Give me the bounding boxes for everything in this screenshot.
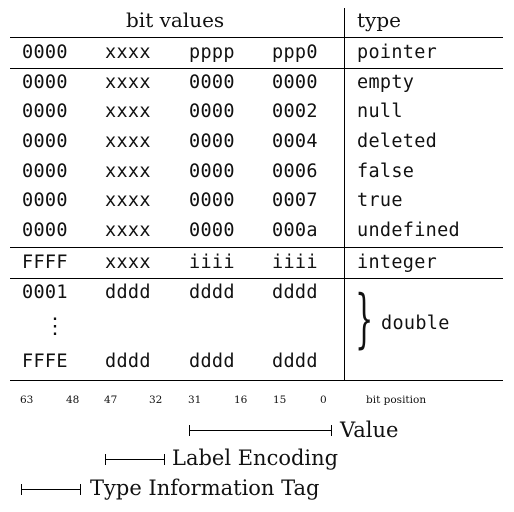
cell: 0000 <box>22 161 68 182</box>
bracket-line <box>21 489 80 490</box>
cell: 0000 <box>189 161 235 182</box>
bit-position-label: bit position <box>366 394 427 406</box>
bit-position-0: 0 <box>320 394 327 406</box>
cell: 0000 <box>189 101 235 122</box>
cell: xxxx <box>105 101 151 122</box>
cell: FFFF <box>22 252 68 273</box>
cell: xxxx <box>105 161 151 182</box>
integer-rule <box>10 278 503 279</box>
special-rule <box>10 247 503 248</box>
double-brace: } <box>355 282 374 356</box>
cell: 000a <box>272 220 318 241</box>
cell: dddd <box>189 282 235 303</box>
bit-position-47: 47 <box>104 394 118 406</box>
cell: 0000 <box>22 131 68 152</box>
bit-position-31: 31 <box>188 394 202 406</box>
bracket-tick <box>80 484 81 495</box>
type-label: undefined <box>357 220 460 241</box>
legend-type-tag-label: Type Information Tag <box>90 476 320 500</box>
cell: iiii <box>272 252 318 273</box>
cell: 0002 <box>272 101 318 122</box>
cell: dddd <box>189 351 235 372</box>
bit-values-header: bit values <box>126 8 225 32</box>
type-label: integer <box>357 252 438 273</box>
cell: 0000 <box>189 190 235 211</box>
table-bottom-rule <box>10 380 503 381</box>
bit-position-15: 15 <box>273 394 287 406</box>
type-label: true <box>357 190 403 211</box>
cell: dddd <box>272 351 318 372</box>
type-label: false <box>357 161 415 182</box>
bit-position-16: 16 <box>234 394 248 406</box>
cell: dddd <box>105 282 151 303</box>
cell: 0000 <box>22 101 68 122</box>
cell: xxxx <box>105 220 151 241</box>
cell: 0000 <box>22 220 68 241</box>
bracket-tick <box>164 454 165 465</box>
bracket-line <box>189 430 331 431</box>
cell: xxxx <box>105 72 151 93</box>
type-label: pointer <box>357 42 438 63</box>
cell: 0000 <box>22 190 68 211</box>
cell: xxxx <box>105 131 151 152</box>
cell: xxxx <box>105 190 151 211</box>
header-rule <box>10 37 503 38</box>
type-label: null <box>357 101 403 122</box>
type-label: empty <box>357 72 415 93</box>
bit-position-48: 48 <box>66 394 80 406</box>
column-divider <box>344 8 345 380</box>
vertical-ellipsis: ⋮ <box>44 314 66 339</box>
cell: FFFE <box>22 351 68 372</box>
cell: 0000 <box>189 72 235 93</box>
type-header: type <box>357 8 401 32</box>
bit-position-32: 32 <box>149 394 163 406</box>
cell: xxxx <box>105 252 151 273</box>
cell: 0000 <box>272 72 318 93</box>
bracket-line <box>105 459 164 460</box>
cell: 0007 <box>272 190 318 211</box>
legend-value-label: Value <box>340 418 399 442</box>
cell: 0000 <box>189 220 235 241</box>
bracket-tick <box>331 425 332 436</box>
type-label-double: double <box>381 313 450 334</box>
cell: pppp <box>189 42 235 63</box>
bit-position-63: 63 <box>20 394 34 406</box>
legend-label-encoding-label: Label Encoding <box>172 446 339 470</box>
cell: 0000 <box>189 131 235 152</box>
cell: xxxx <box>105 42 151 63</box>
pointer-rule <box>10 68 503 69</box>
cell: 0001 <box>22 282 68 303</box>
cell: 0000 <box>22 42 68 63</box>
cell: 0000 <box>22 72 68 93</box>
type-label: deleted <box>357 131 438 152</box>
cell: iiii <box>189 252 235 273</box>
cell: 0004 <box>272 131 318 152</box>
cell: dddd <box>272 282 318 303</box>
cell: 0006 <box>272 161 318 182</box>
cell: dddd <box>105 351 151 372</box>
cell: ppp0 <box>272 42 318 63</box>
